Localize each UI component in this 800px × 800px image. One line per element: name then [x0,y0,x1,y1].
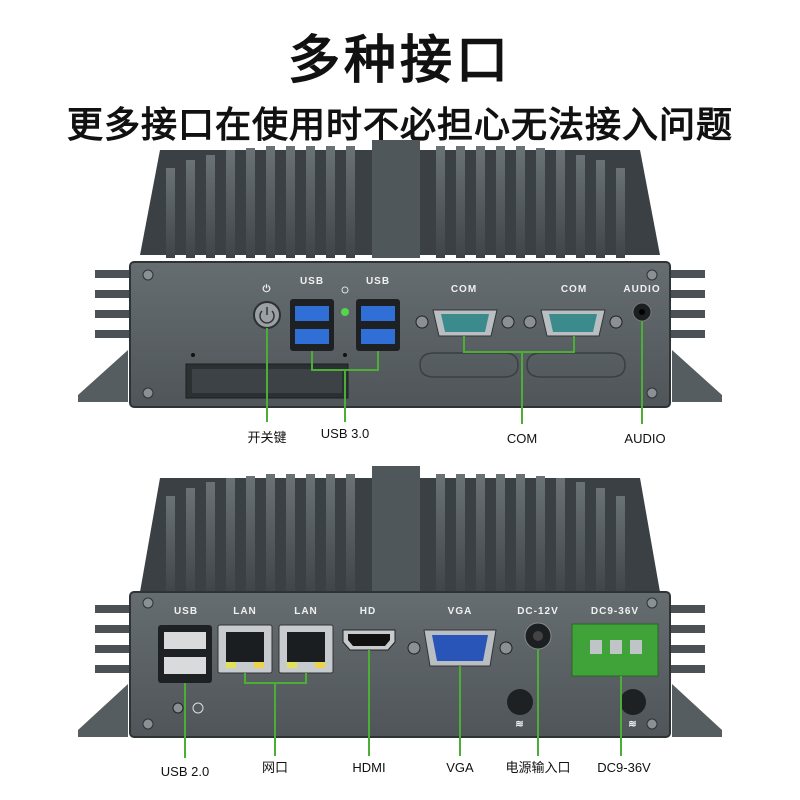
front-callout-lines [266,321,643,424]
callout-vga: VGA [446,760,474,775]
callout-power-input: 电源输入口 [505,760,570,775]
dc12-label: DC-12V [517,606,559,617]
lan-port-1[interactable] [217,624,273,674]
rear-unit: USB LAN LAN HD VGA DC-12V DC9-36V [78,466,722,758]
power-symbol-icon: ⏻ [263,283,272,295]
com-port-2[interactable] [523,309,623,337]
callout-usb2: USB 2.0 [161,764,209,779]
power-led-icon [341,308,349,316]
page-subtitle: 更多接口在使用时不必担心无法接入问题 [66,105,733,146]
dc36-label: DC9-36V [591,606,639,617]
audio-jack[interactable] [632,302,652,322]
page-title: 多种接口 [287,31,512,91]
callout-dc-9-36v: DC9-36V [597,760,651,775]
front-left-foot [78,350,128,402]
callout-power-key: 开关键 [247,430,286,445]
vga-label: VGA [448,606,473,617]
led-bulb-icon [341,286,349,294]
front-usb-left-label: USB [300,276,324,287]
front-right-foot [672,350,722,402]
wifi-icon: ≋ [628,719,637,730]
antenna-mount-left [507,689,533,715]
usb3-port-group-right[interactable] [356,299,400,351]
rear-panel-screws [142,597,658,730]
vga-port[interactable] [407,629,513,667]
audio-label: AUDIO [623,284,660,295]
usb2-port-group[interactable] [158,625,212,683]
front-side-fins [95,270,705,338]
callout-lan: 网口 [262,760,288,775]
rear-right-foot [672,684,722,737]
front-panel-screws [142,269,658,399]
callout-usb3: USB 3.0 [321,426,369,441]
callout-hdmi: HDMI [352,760,385,775]
rear-usb-label: USB [174,606,198,617]
rear-left-foot [78,684,128,737]
rear-heatsink-fins [166,466,625,594]
com2-label: COM [561,284,587,295]
rear-callout-lines [184,649,622,758]
lan2-label: LAN [294,606,318,617]
com-knockouts [419,352,626,378]
callout-com: COM [507,431,537,446]
hd-label: HD [360,606,376,617]
lan-port-2[interactable] [278,624,334,674]
front-heatsink-fins [166,140,625,258]
wifi-icon: ≋ [515,719,524,730]
lan1-label: LAN [233,606,257,617]
com-port-1[interactable] [415,309,515,337]
ground-screw [172,702,184,714]
hdmi-port[interactable] [342,629,396,651]
usb3-port-group-left[interactable] [290,299,334,351]
dc-9-36v-terminal[interactable] [571,623,659,677]
antenna-mount-right [620,689,646,715]
rear-side-fins [95,605,705,673]
com1-label: COM [451,284,477,295]
dc-12v-jack[interactable] [524,622,552,650]
front-usb-right-label: USB [366,276,390,287]
callout-audio: AUDIO [624,431,665,446]
front-unit: ⏻ USB USB COM COM [78,140,722,424]
power-button[interactable] [253,301,281,329]
ground-icon [192,702,204,714]
